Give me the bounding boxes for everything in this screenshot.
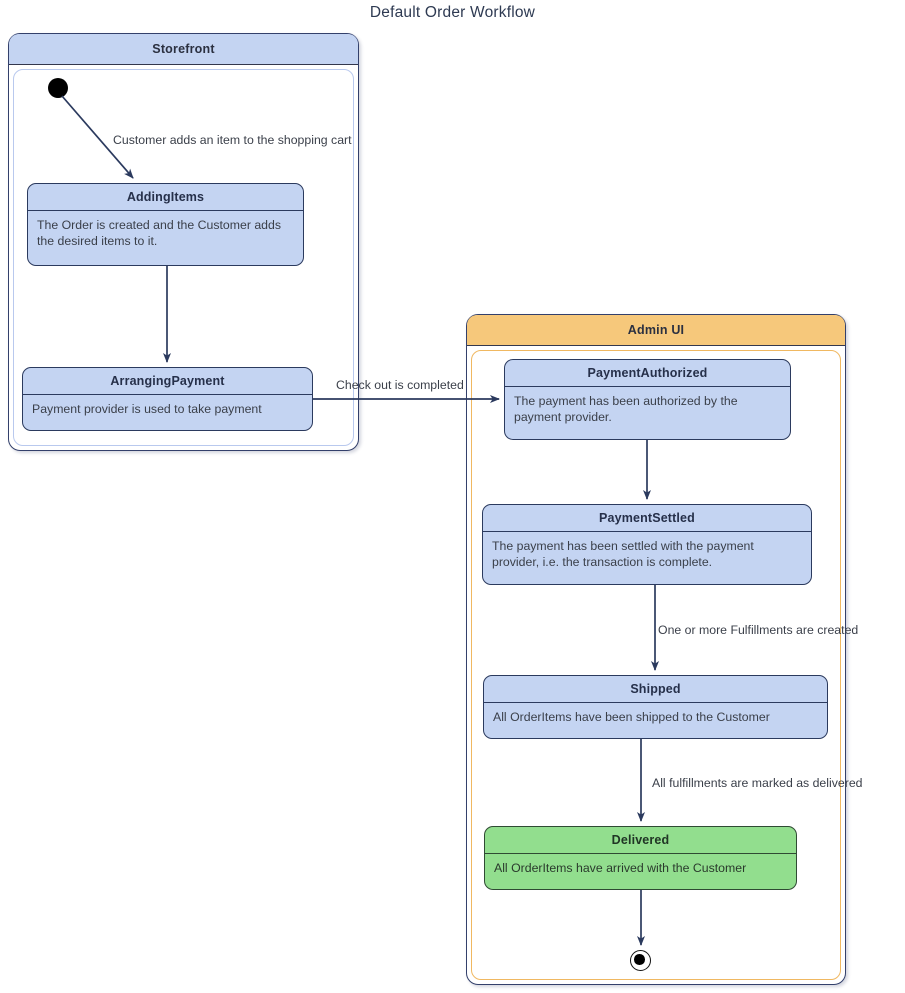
- edge-label-check-out-completed: Check out is completed: [336, 378, 464, 392]
- state-arranging-payment[interactable]: ArrangingPayment Payment provider is use…: [22, 367, 313, 431]
- state-name-adding-items: AddingItems: [28, 184, 303, 211]
- state-name-delivered: Delivered: [485, 827, 796, 854]
- state-description-arranging-payment: Payment provider is used to take payment: [32, 402, 262, 416]
- state-name-shipped: Shipped: [484, 676, 827, 703]
- page-title: Default Order Workflow: [369, 4, 536, 21]
- edge-label-customer-adds-item: Customer adds an item to the shopping ca…: [113, 133, 352, 147]
- edge-label-fulfillments-created: One or more Fulfillments are created: [658, 623, 859, 637]
- composite-header-admin-ui: Admin UI: [467, 315, 845, 346]
- state-description-adding-items: The Order is created and the Customer ad…: [37, 218, 282, 249]
- state-name-payment-authorized: PaymentAuthorized: [505, 360, 790, 387]
- state-description-shipped: All OrderItems have been shipped to the …: [493, 710, 770, 724]
- state-name-payment-settled: PaymentSettled: [483, 505, 811, 532]
- state-adding-items[interactable]: AddingItems The Order is created and the…: [27, 183, 304, 266]
- state-delivered[interactable]: Delivered All OrderItems have arrived wi…: [484, 826, 797, 890]
- edge-label-fulfillments-delivered: All fulfillments are marked as delivered: [652, 776, 863, 790]
- state-description-payment-authorized: The payment has been authorized by the p…: [514, 394, 738, 425]
- state-payment-authorized[interactable]: PaymentAuthorized The payment has been a…: [504, 359, 791, 440]
- state-description-delivered: All OrderItems have arrived with the Cus…: [494, 861, 747, 875]
- initial-state-node[interactable]: [48, 78, 68, 98]
- final-state-node[interactable]: [630, 950, 651, 971]
- state-name-arranging-payment: ArrangingPayment: [23, 368, 312, 395]
- state-description-payment-settled: The payment has been settled with the pa…: [492, 539, 754, 570]
- state-payment-settled[interactable]: PaymentSettled The payment has been sett…: [482, 504, 812, 585]
- composite-header-storefront: Storefront: [9, 34, 358, 65]
- state-shipped[interactable]: Shipped All OrderItems have been shipped…: [483, 675, 828, 739]
